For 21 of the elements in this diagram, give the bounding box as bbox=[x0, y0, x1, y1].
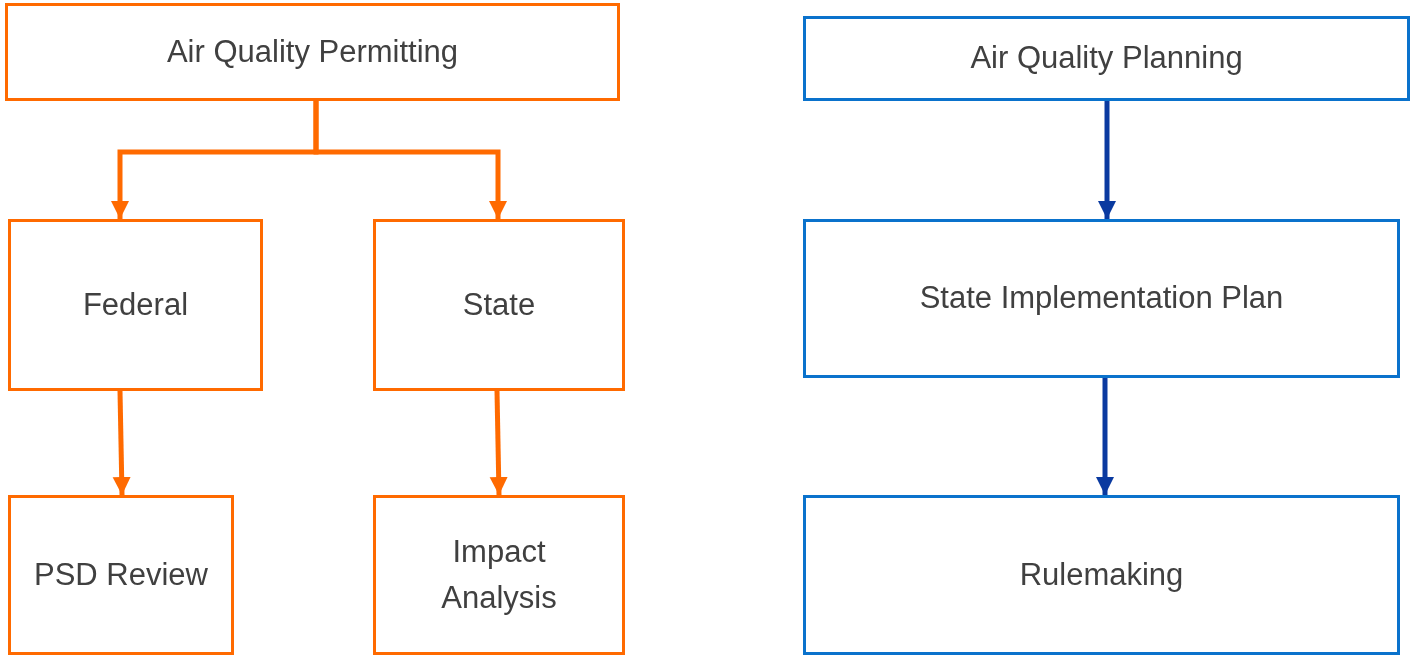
process-box bbox=[803, 16, 1410, 101]
process-box bbox=[8, 219, 263, 391]
arrow bbox=[1098, 101, 1116, 219]
arrow bbox=[313, 101, 507, 219]
process-box bbox=[8, 495, 234, 655]
box-label: State bbox=[462, 285, 536, 324]
box-label: PSD Review bbox=[34, 555, 208, 594]
box-label: Federal bbox=[82, 285, 189, 324]
process-box bbox=[803, 495, 1400, 655]
process-box bbox=[373, 495, 625, 655]
box-label: Impact Analysis bbox=[440, 532, 558, 617]
arrow bbox=[489, 390, 508, 496]
process-box bbox=[5, 3, 620, 101]
box-label: State Implementation Plan bbox=[919, 279, 1284, 318]
box-label: Rulemaking bbox=[1019, 555, 1184, 594]
arrow bbox=[112, 390, 131, 496]
process-box bbox=[373, 219, 625, 391]
box-label: Air Quality Permitting bbox=[166, 32, 459, 71]
process-box bbox=[803, 219, 1400, 378]
arrow bbox=[1096, 378, 1114, 495]
box-label: Air Quality Planning bbox=[970, 39, 1243, 78]
